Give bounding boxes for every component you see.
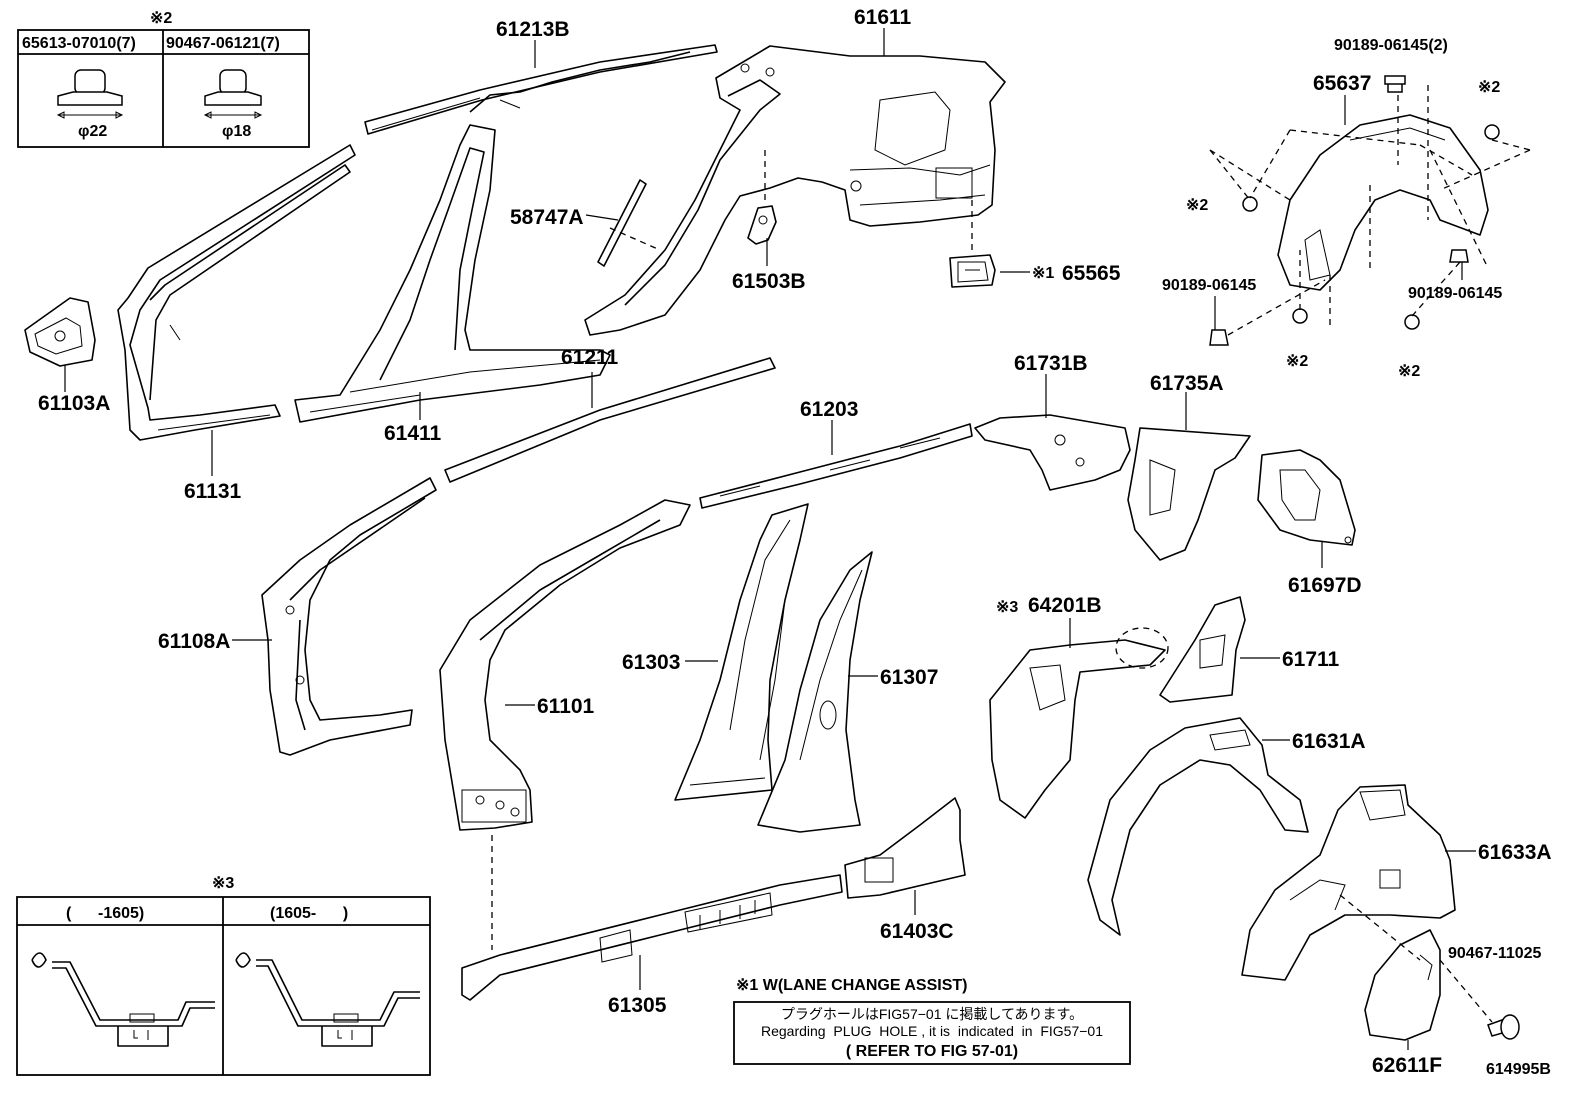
clip-table: ※2 65613-07010(7) 90467-06121(7) φ22 φ18 xyxy=(17,10,310,148)
nut-top-right-icon xyxy=(1484,124,1500,140)
section-table: ※3 ( -1605) (1605- ) xyxy=(16,875,431,1076)
part-61131-drawing xyxy=(117,144,356,441)
label-90189-06145-right: 90189-06145 xyxy=(1408,285,1502,302)
plug-hole-note: プラグホールはFIG57−01 に掲載してあります。 Regarding PLU… xyxy=(733,1001,1131,1065)
label-61403c: 61403C xyxy=(880,920,954,943)
clip-dim-22: φ22 xyxy=(78,123,107,140)
leader-lines xyxy=(64,28,1476,1050)
note-line-jp: プラグホールはFIG57−01 に掲載してあります。 xyxy=(781,1006,1083,1022)
label-61303: 61303 xyxy=(622,651,680,674)
part-61211-drawing xyxy=(444,357,776,483)
label-90189-06145-2: 90189-06145(2) xyxy=(1334,37,1448,54)
section-profile-after xyxy=(235,952,420,1047)
part-61735a-drawing xyxy=(1127,427,1251,561)
label-65565-mark: ※1 xyxy=(1032,265,1054,282)
label-61203: 61203 xyxy=(800,398,858,421)
part-58747a-drawing xyxy=(597,179,647,267)
clip-65613-icon xyxy=(56,69,124,119)
clip-part-65613: 65613-07010(7) xyxy=(22,35,136,52)
mark2-bottom-left: ※2 xyxy=(1286,353,1308,370)
note-line-refer: ( REFER TO FIG 57-01) xyxy=(846,1043,1018,1060)
nut-bottom-left-icon xyxy=(1292,308,1308,324)
clip-part-90467: 90467-06121(7) xyxy=(166,35,280,52)
section-header-after: (1605- ) xyxy=(270,905,348,922)
mark2-bottom-right: ※2 xyxy=(1398,363,1420,380)
part-61305-drawing xyxy=(461,874,843,1001)
phantom-lines xyxy=(491,85,1531,1023)
label-90467-11025: 90467-11025 xyxy=(1448,945,1542,962)
clip-90189-top-icon xyxy=(1384,75,1406,93)
label-58747a: 58747A xyxy=(510,206,584,229)
label-61731b: 61731B xyxy=(1014,352,1088,375)
label-61305: 61305 xyxy=(608,994,667,1017)
clip-90189-right-icon xyxy=(1449,249,1469,263)
label-61307: 61307 xyxy=(880,666,938,689)
clip-table-mark: ※2 xyxy=(150,10,172,27)
clip-90467-icon xyxy=(203,69,263,119)
mark2-left: ※2 xyxy=(1186,197,1208,214)
part-61697d-drawing xyxy=(1257,449,1356,546)
part-61503b-drawing xyxy=(747,205,777,245)
section-table-mark: ※3 xyxy=(212,875,234,892)
part-61101-drawing xyxy=(439,499,691,831)
label-64201b-mark: ※3 xyxy=(996,599,1018,616)
nut-left-icon xyxy=(1242,196,1258,212)
part-61711-drawing xyxy=(1159,596,1246,703)
part-64201b-drawing xyxy=(989,627,1169,819)
section-profile-before xyxy=(31,952,215,1047)
label-61108a: 61108A xyxy=(158,630,230,653)
clip-dim-18: φ18 xyxy=(222,123,251,140)
label-61101: 61101 xyxy=(537,695,595,718)
label-61211: 61211 xyxy=(561,346,619,369)
note-lane-change-assist: ※1 W(LANE CHANGE ASSIST) xyxy=(736,977,967,994)
label-61735a: 61735A xyxy=(1150,372,1224,395)
part-61203-drawing xyxy=(699,423,973,509)
label-61503b: 61503B xyxy=(732,270,806,293)
label-61633a: 61633A xyxy=(1478,841,1552,864)
label-65637: 65637 xyxy=(1313,72,1371,95)
label-61213b: 61213B xyxy=(496,18,570,41)
mark2-top-right: ※2 xyxy=(1478,79,1500,96)
part-61633a-drawing xyxy=(1241,784,1456,981)
nut-bottom-right-icon xyxy=(1404,314,1420,330)
part-61108a-drawing xyxy=(261,477,437,756)
label-61611: 61611 xyxy=(854,6,912,29)
part-61403c-drawing xyxy=(844,797,966,899)
part-62611f-drawing xyxy=(1364,929,1441,1041)
note-line-en: Regarding PLUG HOLE , it is indicated in… xyxy=(761,1023,1103,1039)
part-61307-drawing xyxy=(757,551,873,833)
part-61411-drawing xyxy=(294,124,611,423)
part-61731b-drawing xyxy=(974,414,1131,491)
clip-90189-left-icon xyxy=(1209,329,1229,346)
part-61213b-drawing xyxy=(364,44,718,135)
label-65565: 65565 xyxy=(1062,262,1121,285)
label-61631a: 61631A xyxy=(1292,730,1366,753)
label-61131: 61131 xyxy=(184,480,242,503)
label-64201b: 64201B xyxy=(1028,594,1102,617)
label-62611f: 62611F xyxy=(1372,1054,1442,1077)
clip-90467-11025-icon xyxy=(1487,1014,1520,1040)
part-65565-drawing xyxy=(949,254,996,288)
part-61303-drawing xyxy=(674,503,809,801)
part-61631a-drawing xyxy=(1087,717,1309,936)
label-61411: 61411 xyxy=(384,422,442,445)
part-61103a-drawing xyxy=(24,297,96,367)
label-61697d: 61697D xyxy=(1288,574,1362,597)
part-61611-drawing xyxy=(584,45,1006,336)
label-61103a: 61103A xyxy=(38,392,110,415)
label-61711: 61711 xyxy=(1282,648,1340,671)
figure-id: 614995B xyxy=(1486,1061,1551,1078)
section-header-before: ( -1605) xyxy=(66,905,144,922)
label-90189-06145-left: 90189-06145 xyxy=(1162,277,1256,294)
